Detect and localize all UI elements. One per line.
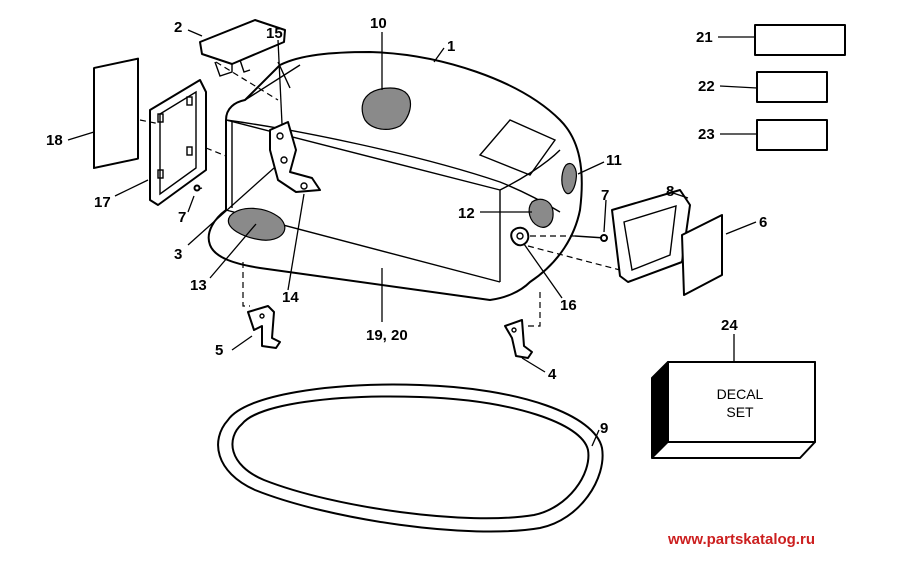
part-15-latch-bracket [269, 121, 321, 193]
leader-lines [67, 29, 758, 447]
part-4-bracket [504, 319, 533, 359]
assembly-dash-lines [139, 61, 621, 327]
label-part-17: 17 [94, 194, 111, 211]
label-part-6: 6 [759, 214, 767, 231]
label-part-12: 12 [458, 205, 475, 222]
label-part-8: 8 [666, 183, 674, 200]
part-9-seal [217, 383, 604, 533]
part-21-decal [754, 24, 846, 56]
part-2-cap [199, 19, 286, 77]
part-17-side-frame-left [149, 79, 207, 206]
part-1-motor-cover [207, 51, 583, 301]
label-part-9: 9 [600, 420, 608, 437]
label-part-24: 24 [721, 317, 738, 334]
label-part-18: 18 [46, 132, 63, 149]
part-22-decal [756, 71, 828, 103]
part-12-foam-pad [528, 198, 554, 228]
label-part-5: 5 [215, 342, 223, 359]
label-part-7-left: 7 [178, 209, 186, 226]
part-11-foam-pad [561, 162, 577, 195]
part-13-foam-pad [227, 207, 286, 241]
part-8-side-frame-right [611, 189, 691, 283]
label-part-19-20: 19, 20 [366, 327, 408, 344]
label-part-14: 14 [282, 289, 299, 306]
label-part-7-right: 7 [601, 187, 609, 204]
label-part-11: 11 [606, 152, 622, 169]
label-part-23: 23 [698, 126, 715, 143]
part-23-decal [756, 119, 828, 151]
part-24-decal-set: DECAL SET [651, 360, 816, 460]
label-part-4: 4 [548, 366, 557, 383]
part-16-latch [510, 226, 530, 247]
label-part-2: 2 [174, 19, 182, 36]
label-part-1: 1 [447, 38, 455, 55]
label-part-22: 22 [698, 78, 715, 95]
label-part-3: 3 [174, 246, 182, 263]
label-part-13: 13 [190, 277, 207, 294]
label-part-10: 10 [370, 15, 387, 32]
part-18-decal-left [93, 57, 139, 170]
watermark-link[interactable]: www.partskatalog.ru [667, 531, 815, 548]
part-10-foam-pad [361, 87, 412, 130]
part-7-screw-right [574, 234, 608, 242]
label-part-16: 16 [560, 297, 577, 314]
decal-set-line1: DECAL [717, 386, 764, 402]
decal-set-line2: SET [726, 404, 754, 420]
label-part-15: 15 [266, 25, 283, 42]
part-5-bracket [247, 305, 281, 349]
label-part-21: 21 [696, 29, 713, 46]
part-7-screw-left [193, 184, 203, 192]
part-6-decal-right [681, 214, 723, 296]
